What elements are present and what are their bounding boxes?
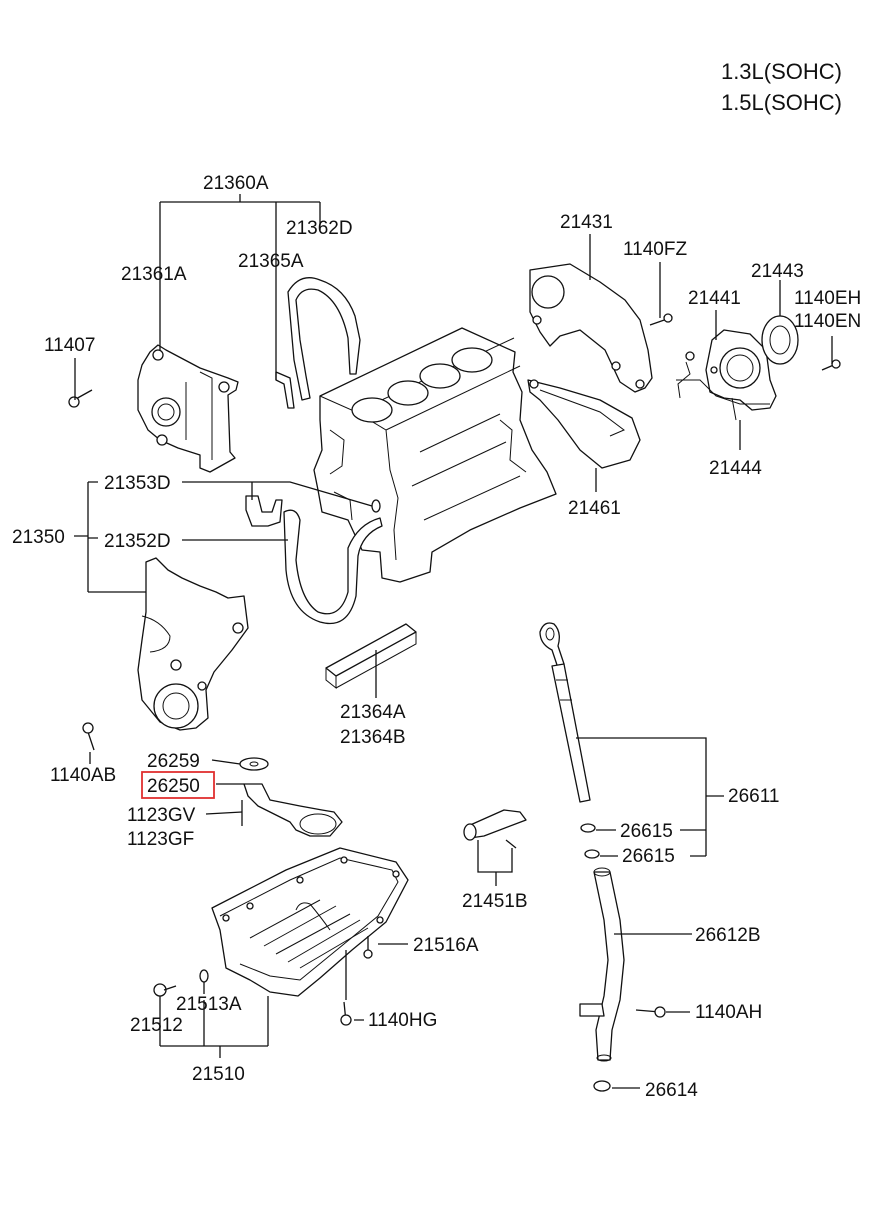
label-26259: 26259 <box>147 751 200 772</box>
label-11407: 11407 <box>44 335 95 356</box>
label-26615-lower: 26615 <box>622 846 675 867</box>
label-1123GF: 1123GF <box>127 829 194 850</box>
label-1140AB: 1140AB <box>50 765 116 786</box>
label-21362D: 21362D <box>286 218 353 239</box>
bolt-1140AB <box>82 722 95 751</box>
oil-seal-21443 <box>761 315 799 365</box>
engine-block <box>313 327 557 583</box>
bracket-21451B <box>463 809 527 849</box>
label-21451B: 21451B <box>462 891 528 912</box>
label-21365A: 21365A <box>238 251 304 272</box>
label-21516A: 21516A <box>413 935 479 956</box>
gasket-21352D <box>283 509 383 625</box>
label-1140HG: 1140HG <box>368 1010 437 1031</box>
label-26612B: 26612B <box>695 925 761 946</box>
label-21513A: 21513A <box>176 994 242 1015</box>
leader-lines <box>74 194 833 1089</box>
label-21510: 21510 <box>192 1064 245 1085</box>
label-1123GV: 1123GV <box>127 805 196 826</box>
lower-timing-cover <box>137 557 249 731</box>
label-21364A: 21364A <box>340 702 406 723</box>
label-21512: 21512 <box>130 1015 183 1036</box>
gasket-21513A <box>199 969 209 983</box>
label-26615-upper: 26615 <box>620 821 673 842</box>
label-26614: 26614 <box>645 1080 698 1101</box>
label-26250: 26250 <box>147 776 200 797</box>
label-1140EN: 1140EN <box>794 311 861 332</box>
label-21352D: 21352D <box>104 531 171 552</box>
upper-timing-cover <box>137 344 239 473</box>
label-21353D: 21353D <box>104 473 171 494</box>
o-ring-26615-upper <box>580 823 596 833</box>
label-21431: 21431 <box>560 212 613 233</box>
gasket-21365A <box>275 371 295 409</box>
label-21441: 21441 <box>688 288 741 309</box>
bolt-1140AH <box>635 1006 666 1018</box>
o-ring-26614 <box>593 1080 611 1092</box>
drain-plug-21512 <box>153 983 177 997</box>
gasket-21353D <box>245 495 283 527</box>
bolt-11407 <box>68 389 93 408</box>
o-ring-26615-lower <box>584 849 600 859</box>
bolt-1140HG <box>340 1001 352 1026</box>
label-21444: 21444 <box>709 458 762 479</box>
highlight-box-26250 <box>141 771 215 799</box>
plate-21461 <box>527 379 641 469</box>
part-labels: 21360A 21362D 21365A 21361A 11407 21431 … <box>12 173 861 1101</box>
oil-level-gauge <box>539 622 591 803</box>
guide-tube <box>579 867 625 1062</box>
oil-pan <box>211 847 409 997</box>
gasket-21444 <box>676 379 770 405</box>
gasket-21362D <box>287 277 361 401</box>
label-21461: 21461 <box>568 498 621 519</box>
engine-spec-line-2: 1.5L(SOHC) <box>721 90 842 115</box>
rear-plate <box>529 263 653 393</box>
label-21364B: 21364B <box>340 727 406 748</box>
bolt-1140FZ <box>649 313 673 326</box>
label-1140EH: 1140EH <box>794 288 861 309</box>
label-21350: 21350 <box>12 527 65 548</box>
label-1140FZ: 1140FZ <box>623 239 687 260</box>
engine-spec-line-1: 1.3L(SOHC) <box>721 59 842 84</box>
label-21443: 21443 <box>751 261 804 282</box>
label-1140AH: 1140AH <box>695 1002 762 1023</box>
label-26611: 26611 <box>728 786 779 807</box>
oil-seal-case <box>677 329 777 421</box>
label-21360A: 21360A <box>203 173 269 194</box>
bolt-21516A <box>363 936 373 959</box>
oil-screen <box>239 757 343 837</box>
label-21361A: 21361A <box>121 264 187 285</box>
bolt-1140EH <box>821 359 841 371</box>
